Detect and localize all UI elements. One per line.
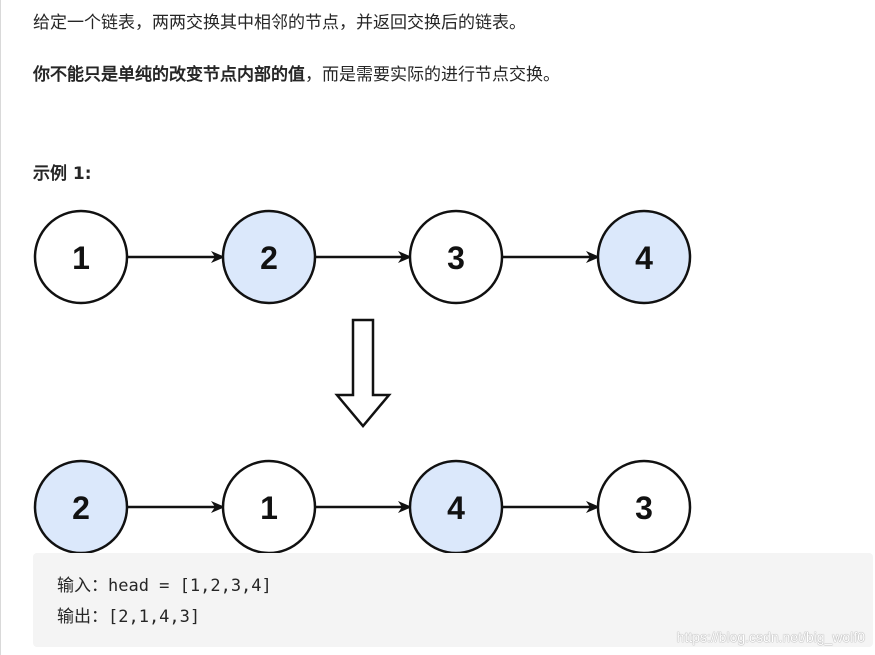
node-value: 2 [260, 240, 278, 276]
swap-down-arrow-icon [334, 318, 392, 428]
problem-constraint: 你不能只是单纯的改变节点内部的值，而是需要实际的进行节点交换。 [33, 63, 560, 87]
node-value: 2 [72, 490, 90, 526]
after-node: 3 [596, 459, 692, 555]
after-node: 1 [221, 459, 317, 555]
example-title: 示例 1: [33, 164, 92, 184]
node-value: 4 [447, 490, 465, 526]
node-value: 1 [260, 490, 278, 526]
before-node: 1 [33, 209, 129, 305]
constraint-bold-text: 你不能只是单纯的改变节点内部的值 [33, 65, 305, 85]
node-value: 3 [447, 240, 465, 276]
before-node: 4 [596, 209, 692, 305]
constraint-rest-text: ，而是需要实际的进行节点交换。 [305, 65, 560, 85]
example-output: 输出：[2,1,4,3] [57, 607, 201, 627]
before-node: 2 [221, 209, 317, 305]
node-value: 1 [72, 240, 90, 276]
example-input: 输入：head = [1,2,3,4] [57, 576, 272, 596]
list-after: 2 1 4 3 [33, 459, 692, 555]
linked-list-diagram: 1 2 3 4 2 1 4 3 [33, 209, 692, 555]
list-before: 1 2 3 4 [33, 209, 692, 305]
before-node: 3 [408, 209, 504, 305]
node-value: 3 [635, 490, 653, 526]
node-value: 4 [635, 240, 653, 276]
after-node: 4 [408, 459, 504, 555]
example-code-block: 输入：head = [1,2,3,4] 输出：[2,1,4,3] [33, 553, 873, 647]
after-node: 2 [33, 459, 129, 555]
watermark: https://blog.csdn.net/big_wolf0 [676, 629, 865, 645]
node-circle [596, 209, 692, 305]
problem-statement: 给定一个链表，两两交换其中相邻的节点，并返回交换后的链表。 [33, 13, 526, 33]
